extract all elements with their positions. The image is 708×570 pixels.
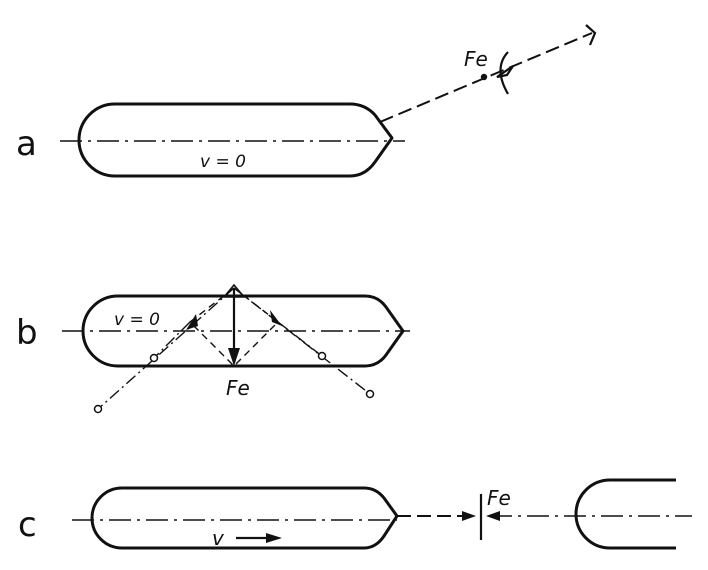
panel-a-letter: a xyxy=(16,124,37,164)
panel-c-hull xyxy=(90,486,399,550)
panel-b-anchor-outer-left xyxy=(93,404,103,414)
panel-c: c v Fe xyxy=(18,478,692,550)
panel-b-left-attach-arrow xyxy=(186,314,198,330)
panel-a-velocity-label: v = 0 xyxy=(200,152,246,172)
panel-c-letter: c xyxy=(18,505,37,545)
panel-b-velocity-label: v = 0 xyxy=(114,310,160,330)
panel-b: b v = 0 Fe xyxy=(16,283,410,414)
panel-b-anchor-inner-right xyxy=(317,351,327,361)
panel-a-tow-arrowhead xyxy=(585,24,597,46)
panel-c-coupling-arrowhead-right xyxy=(462,511,476,521)
panel-b-resultant-arrowhead xyxy=(228,348,240,366)
panel-c-velocity-arrowhead xyxy=(266,533,282,543)
panel-a-force-label: Fe xyxy=(464,47,488,71)
panel-c-second-hull xyxy=(574,478,676,550)
panel-c-force-label: Fe xyxy=(487,486,511,510)
panel-a-hull xyxy=(77,102,394,178)
panel-b-right-short-line xyxy=(277,321,323,357)
panel-b-force-rhombus xyxy=(188,287,280,367)
panel-a: a v = 0 Fe xyxy=(16,24,597,178)
panel-b-right-anchor-line xyxy=(233,287,371,395)
panel-b-letter: b xyxy=(16,313,38,353)
panel-b-force-label: Fe xyxy=(226,376,250,400)
panel-b-left-anchor-line xyxy=(97,287,235,410)
panel-a-tow-line xyxy=(379,32,593,123)
panel-b-anchor-outer-right xyxy=(365,389,375,399)
panel-a-force-bracket xyxy=(499,51,509,95)
panel-a-force-point xyxy=(480,73,488,81)
panel-c-velocity-label: v xyxy=(212,526,225,550)
panel-b-right-attach-arrow xyxy=(270,310,282,326)
panel-b-hull xyxy=(81,294,405,368)
panel-b-left-short-line xyxy=(153,321,191,359)
panel-b-anchor-inner-left xyxy=(149,353,159,363)
